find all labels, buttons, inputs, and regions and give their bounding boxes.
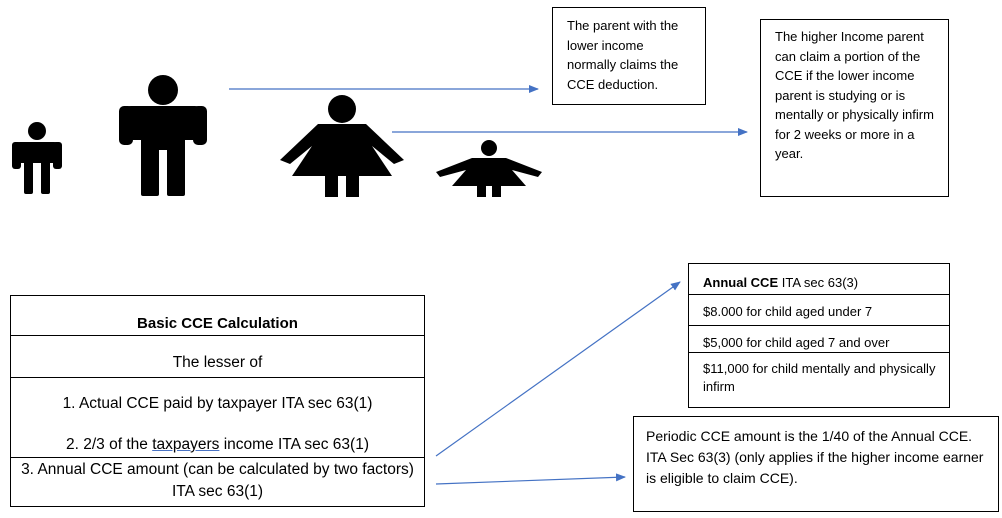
higher-income-note: The higher Income parent can claim a por…	[760, 19, 949, 197]
annual-cce-table: Annual CCE ITA sec 63(3) $8.000 for chil…	[688, 263, 950, 408]
calc-item-2-post: income ITA sec 63(1)	[219, 436, 369, 453]
periodic-cce-note: Periodic CCE amount is the 1/40 of the A…	[633, 416, 999, 512]
annual-cce-row: $11,000 for child mentally and physicall…	[703, 361, 936, 394]
higher-income-text: The higher Income parent can claim a por…	[775, 29, 934, 161]
annual-cce-title: Annual CCE ITA sec 63(3)	[703, 274, 943, 292]
periodic-cce-text: Periodic CCE amount is the 1/40 of the A…	[646, 428, 984, 486]
woman-figure-icon	[280, 95, 404, 197]
annual-cce-title-bold: Annual CCE	[703, 275, 779, 290]
calc-item-2: 2. 2/3 of the taxpayers income ITA sec 6…	[11, 436, 424, 454]
calc-divider	[11, 335, 424, 336]
calc-item-2-underlined: taxpayers	[152, 436, 220, 453]
lower-income-note: The parent with the lower income normall…	[552, 7, 706, 105]
basic-cce-calculation-table: Basic CCE Calculation The lesser of 1. A…	[10, 295, 425, 507]
calc-lesser-of: The lesser of	[172, 354, 263, 371]
family-figures	[12, 75, 542, 197]
man-figure-icon	[119, 75, 207, 196]
calc-title: Basic CCE Calculation	[137, 315, 298, 332]
annual-cce-title-rest: ITA sec 63(3)	[778, 275, 859, 290]
girl-figure-icon	[436, 140, 542, 197]
arrow-to-periodic-cce	[435, 473, 626, 485]
calc-divider	[11, 457, 424, 458]
annual-cce-row: $5,000 for child aged 7 and over	[703, 335, 890, 350]
calc-divider	[11, 377, 424, 378]
calc-item-1: 1. Actual CCE paid by taxpayer ITA sec 6…	[62, 395, 373, 412]
child-figure-icon	[12, 122, 62, 194]
calc-item-3: 3. Annual CCE amount (can be calculated …	[21, 461, 414, 500]
annual-cce-row: $8.000 for child aged under 7	[703, 304, 873, 319]
annual-divider	[689, 352, 949, 353]
calc-item-2-pre: 2. 2/3 of the	[66, 436, 153, 453]
annual-divider	[689, 325, 949, 326]
lower-income-text: The parent with the lower income normall…	[567, 18, 679, 92]
arrow-to-annual-cce	[435, 281, 681, 457]
annual-divider	[689, 294, 949, 295]
